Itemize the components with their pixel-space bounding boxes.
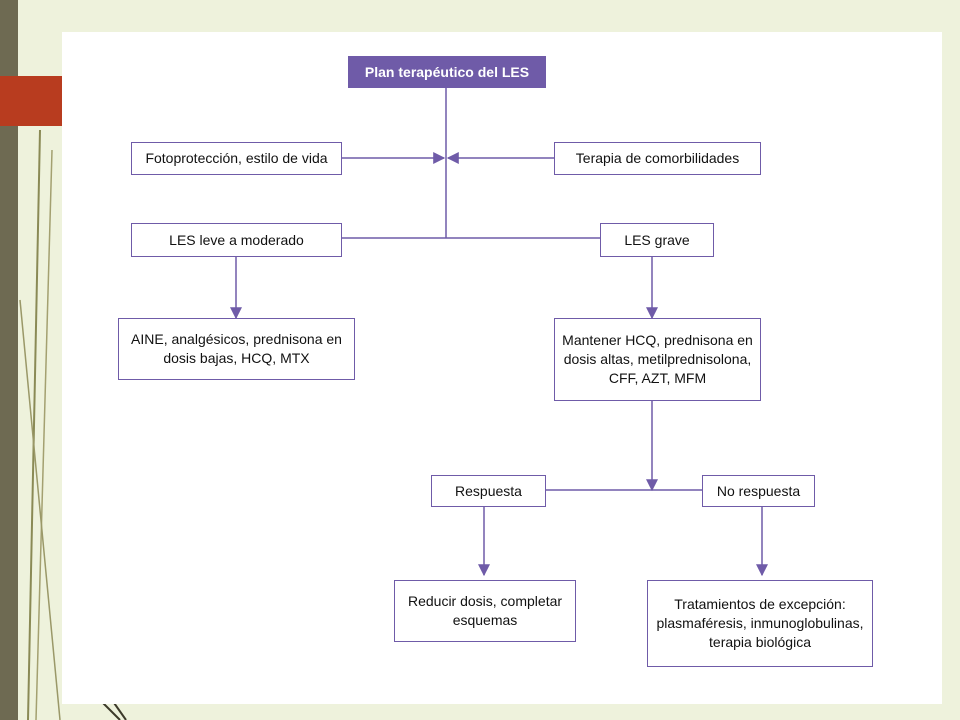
- box-response: Respuesta: [431, 475, 546, 507]
- box-severe-les: LES grave: [600, 223, 714, 257]
- slide-canvas: Plan terapéutico del LES Fotoprotección,…: [62, 32, 942, 704]
- box-photoprotection: Fotoprotección, estilo de vida: [131, 142, 342, 175]
- connector-lines: [230, 88, 768, 577]
- box-comorbidities: Terapia de comorbilidades: [554, 142, 761, 175]
- red-accent-block: [0, 76, 62, 126]
- box-exceptional-treatments: Tratamientos de excepción: plasmaféresis…: [647, 580, 873, 667]
- box-no-response: No respuesta: [702, 475, 815, 507]
- left-decorative-band: [0, 0, 18, 720]
- box-mild-treatment: AINE, analgésicos, prednisona en dosis b…: [118, 318, 355, 380]
- diagram-title: Plan terapéutico del LES: [348, 56, 546, 88]
- box-mild-les: LES leve a moderado: [131, 223, 342, 257]
- box-reduce-dose: Reducir dosis, completar esquemas: [394, 580, 576, 642]
- box-severe-treatment: Mantener HCQ, prednisona en dosis altas,…: [554, 318, 761, 401]
